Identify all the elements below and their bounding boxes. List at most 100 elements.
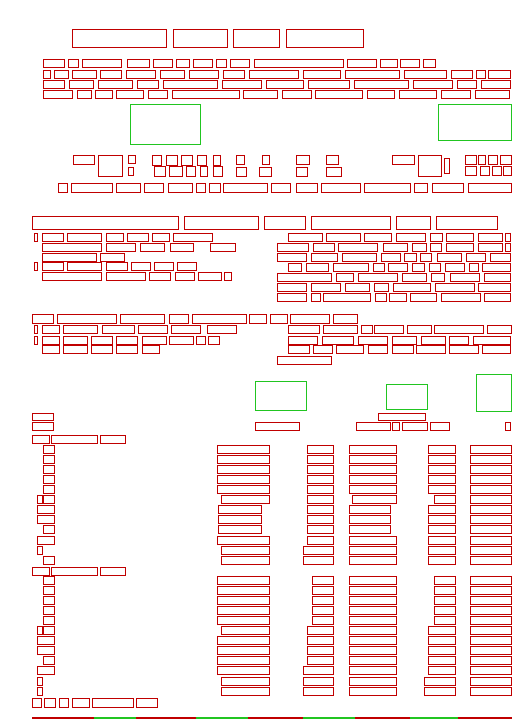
text-region-box <box>307 445 334 454</box>
text-region-box <box>430 243 442 252</box>
text-region-box <box>43 656 55 665</box>
text-region-box <box>307 475 334 484</box>
text-region-box <box>449 336 469 345</box>
text-region-box <box>312 606 334 615</box>
text-region-box <box>288 325 320 334</box>
text-region-box <box>356 422 391 431</box>
text-region-box <box>196 336 206 345</box>
text-region-box <box>307 525 334 534</box>
text-region-box <box>197 155 207 166</box>
text-region-box <box>505 422 511 431</box>
text-region-box <box>470 616 512 625</box>
text-region-box <box>67 262 102 271</box>
text-region-box <box>177 262 197 271</box>
text-region-box <box>42 233 64 242</box>
text-region-box <box>43 606 55 615</box>
text-region-box <box>430 422 450 431</box>
text-region-box <box>43 455 55 464</box>
text-region-box <box>389 293 407 302</box>
text-region-box <box>428 485 456 494</box>
text-region-box <box>77 90 92 99</box>
text-region-box <box>173 233 213 242</box>
text-region-box <box>200 166 208 177</box>
text-region-box <box>37 666 55 675</box>
text-region-box <box>43 90 73 99</box>
text-region-box <box>37 626 43 635</box>
text-region-box <box>175 272 195 281</box>
text-region-box <box>307 626 334 635</box>
text-region-box <box>43 59 65 68</box>
text-region-box <box>149 272 171 281</box>
text-region-box <box>277 293 307 302</box>
text-region-box <box>63 325 98 334</box>
text-region-box <box>407 325 432 334</box>
text-region-box <box>428 656 456 665</box>
text-region-box <box>430 233 443 242</box>
text-region-box <box>470 677 512 686</box>
text-region-box <box>63 336 88 345</box>
text-region-box <box>349 636 397 645</box>
page-bottom-rule <box>196 717 248 719</box>
text-region-box <box>106 262 128 271</box>
text-region-box <box>137 80 159 89</box>
text-region-box <box>152 155 162 166</box>
text-region-box <box>100 70 122 79</box>
text-region-box <box>216 59 227 68</box>
text-region-box <box>424 687 456 696</box>
page-bottom-rule <box>303 717 355 719</box>
text-region-box <box>32 413 54 421</box>
text-region-box <box>144 183 164 193</box>
text-region-box <box>142 336 167 345</box>
text-region-box <box>400 59 420 68</box>
text-region-box <box>193 59 213 68</box>
text-region-box <box>233 29 280 48</box>
text-region-box <box>138 325 168 334</box>
text-region-box <box>37 646 55 655</box>
text-region-box <box>217 616 270 625</box>
text-region-box <box>140 243 165 252</box>
text-region-box <box>43 445 55 454</box>
text-region-box <box>449 345 479 354</box>
page-bottom-rule <box>136 717 196 719</box>
text-region-box <box>154 166 166 177</box>
text-region-box <box>349 596 397 605</box>
text-region-box <box>434 586 456 595</box>
text-region-box <box>37 687 43 696</box>
text-region-box <box>43 495 55 504</box>
text-region-box <box>349 616 397 625</box>
text-region-box <box>69 80 94 89</box>
text-region-box <box>347 59 377 68</box>
text-region-box <box>446 243 474 252</box>
text-region-box <box>42 336 60 345</box>
text-region-box <box>311 293 321 302</box>
text-region-box <box>311 283 341 292</box>
text-region-box <box>361 325 373 334</box>
text-region-box <box>264 216 306 230</box>
text-region-box <box>434 325 484 334</box>
text-region-box <box>43 556 55 565</box>
text-region-box <box>95 90 113 99</box>
text-region-box <box>435 283 475 292</box>
text-region-box <box>217 596 270 605</box>
text-region-box <box>373 263 385 272</box>
text-region-box <box>217 666 270 675</box>
text-region-box <box>470 495 512 504</box>
text-region-box <box>470 445 512 454</box>
text-region-box <box>338 243 378 252</box>
text-region-box <box>345 70 400 79</box>
text-region-box <box>349 687 397 696</box>
text-region-box <box>437 253 462 262</box>
text-region-box <box>478 233 503 242</box>
text-region-box <box>169 166 183 177</box>
text-region-box <box>127 59 150 68</box>
text-region-box <box>170 243 194 252</box>
text-region-box <box>349 586 397 595</box>
text-region-box <box>277 253 307 262</box>
text-region-box <box>100 435 126 444</box>
text-region-box <box>342 253 377 262</box>
text-region-box <box>399 90 437 99</box>
text-region-box <box>345 283 370 292</box>
text-region-box <box>396 233 426 242</box>
text-region-box <box>470 475 512 484</box>
text-region-box <box>217 445 270 454</box>
